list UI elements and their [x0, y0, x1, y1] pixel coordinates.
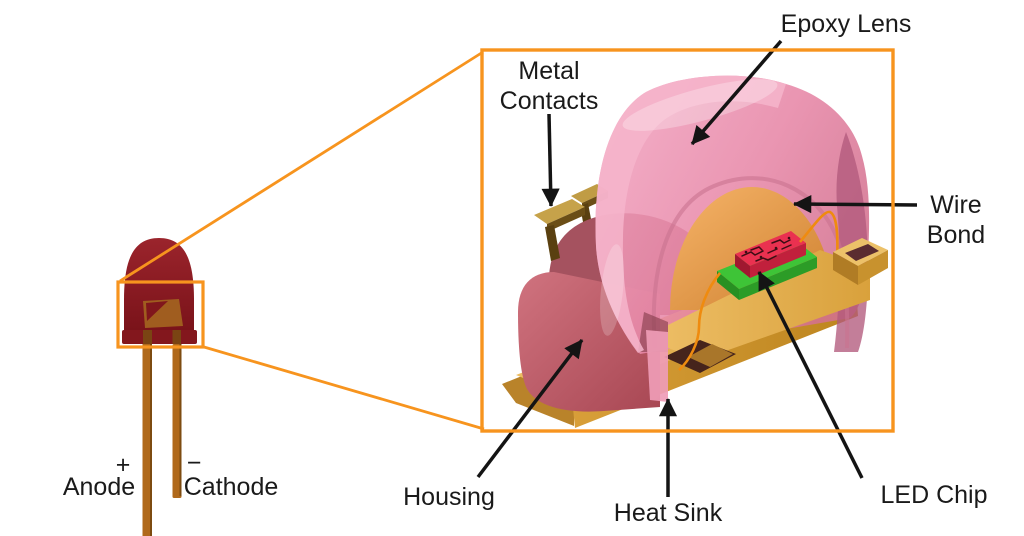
wire-bond-left	[678, 272, 722, 371]
housing-label: Housing	[403, 483, 495, 511]
metal-contact-front-leg	[545, 225, 560, 261]
anode-plus-sign: +	[115, 451, 131, 479]
zoom-connector-top	[119, 50, 484, 283]
epoxy-lens-label: Epoxy Lens	[780, 10, 912, 38]
anode-lead-shade	[150, 344, 152, 536]
callout-arrows	[476, 39, 918, 497]
heat-sink-notch-wedge	[688, 344, 733, 367]
led-chip-left	[735, 254, 750, 278]
zoom-connector-bottom	[203, 345, 485, 431]
led-chip-front	[750, 243, 806, 278]
zoom-target-box	[480, 48, 895, 433]
metal-contacts-label: Metal Contacts	[499, 57, 599, 115]
cathode-minus-sign: −	[186, 449, 202, 477]
heat-sink-post-left	[833, 252, 858, 285]
cathode-lead-shade	[179, 344, 182, 496]
metal-contact-front-edge	[547, 207, 585, 232]
wire-bond-label: Wire Bond	[926, 191, 986, 249]
heat-sink-label: Heat Sink	[613, 499, 723, 527]
epoxy-lens-highlight-left	[600, 244, 624, 336]
led-die-notch	[146, 301, 168, 321]
cathode-lead	[172, 344, 182, 498]
anode-label: Anode	[62, 473, 136, 501]
led-cutaway-render	[502, 75, 888, 428]
chip-pad-left	[717, 271, 739, 300]
anode-lead-inner	[143, 330, 152, 344]
wire-bond-arrow	[793, 195, 918, 214]
cathode-lead-inner	[172, 330, 181, 344]
led-chip-top	[735, 231, 806, 266]
zoom-source-box	[116, 280, 205, 349]
cathode-label: Cathode	[183, 473, 279, 501]
led-flange	[122, 330, 197, 344]
epoxy-lens-front-strip	[646, 330, 668, 402]
anode-lead	[142, 344, 152, 536]
led-chip-label: LED Chip	[880, 481, 988, 509]
epoxy-lens-arrow	[690, 39, 783, 146]
zoom-callout	[116, 48, 895, 433]
wire-bond-right	[799, 210, 839, 263]
chip-pad-front	[739, 257, 817, 300]
heat-sink-top-overlay	[668, 250, 870, 360]
metal-contact-front	[534, 199, 585, 224]
led-overview-graphic	[122, 238, 197, 536]
heat-sink-post-hole	[845, 244, 879, 261]
metal-contacts-arrow	[541, 113, 560, 207]
housing-arrow	[476, 338, 584, 479]
led-chip-traces	[741, 236, 792, 262]
heat-sink-post-front	[858, 250, 888, 285]
led-chip-arrow	[757, 271, 864, 479]
epoxy-lens-wall-band	[595, 75, 786, 353]
